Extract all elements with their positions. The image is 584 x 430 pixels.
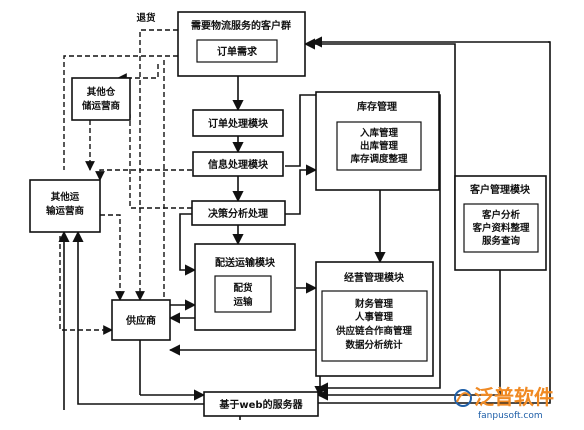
order-module-node: 订单处理模块 bbox=[192, 109, 284, 137]
inventory-node: 库存管理 入库管理 出库管理 库存调度整理 bbox=[315, 91, 440, 191]
inventory-label: 库存管理 bbox=[357, 100, 397, 113]
customer-mgmt-item-3: 服务查询 bbox=[482, 235, 521, 247]
transport-vendor-line-1: 其他运 bbox=[51, 191, 80, 203]
operations-label: 经营管理模块 bbox=[344, 271, 405, 284]
operations-item-3: 供应链合作商管理 bbox=[335, 325, 413, 337]
order-demand-box bbox=[196, 39, 278, 63]
operations-items-box bbox=[321, 290, 428, 362]
order-module-label: 订单处理模块 bbox=[208, 117, 269, 130]
supplier-node: 供应商 bbox=[111, 299, 171, 341]
customer-mgmt-node: 客户管理模块 客户分析 客户资料整理 服务查询 bbox=[454, 175, 547, 271]
customer-mgmt-items-box bbox=[463, 203, 539, 253]
customers-label: 需要物流服务的客户群 bbox=[191, 19, 291, 32]
delivery-module-label: 配送运输模块 bbox=[215, 256, 276, 269]
decision-module-label: 决策分析处理 bbox=[208, 207, 268, 220]
delivery-inner-box bbox=[214, 275, 272, 313]
inventory-item-1: 入库管理 bbox=[359, 127, 399, 139]
operations-item-1: 财务管理 bbox=[354, 298, 394, 310]
delivery-inner-line-1: 配货 bbox=[233, 282, 253, 294]
web-server-label: 基于web的服务器 bbox=[218, 398, 303, 411]
transport-vendor-line-2: 输运营商 bbox=[46, 205, 85, 217]
watermark-swirl-icon bbox=[454, 389, 472, 407]
customer-mgmt-item-2: 客户资料整理 bbox=[471, 222, 530, 234]
delivery-inner-line-2: 运输 bbox=[233, 296, 253, 308]
watermark-logo: 泛普软件 fanpusoft.com bbox=[454, 385, 554, 421]
delivery-module-node: 配送运输模块 配货 运输 bbox=[194, 243, 296, 331]
watermark-brand: 泛普软件 bbox=[474, 385, 554, 409]
web-server-node: 基于web的服务器 bbox=[203, 391, 319, 417]
customer-mgmt-label: 客户管理模块 bbox=[469, 183, 531, 196]
watermark-url: fanpusoft.com bbox=[478, 411, 543, 421]
decision-module-node: 决策分析处理 bbox=[191, 200, 286, 226]
customers-node: 需要物流服务的客户群 订单需求 bbox=[177, 11, 306, 77]
return-goods-label: 退货 bbox=[136, 12, 156, 24]
operations-item-2: 人事管理 bbox=[355, 311, 394, 323]
supplier-label: 供应商 bbox=[125, 314, 156, 327]
order-demand-label: 订单需求 bbox=[217, 45, 258, 58]
transport-vendor-node: 其他运 输运营商 bbox=[29, 179, 101, 233]
inventory-items-box bbox=[336, 121, 422, 171]
info-module-label: 信息处理模块 bbox=[208, 158, 269, 171]
solid-connectors bbox=[58, 36, 551, 420]
inventory-item-2: 出库管理 bbox=[360, 140, 399, 152]
warehouse-vendor-node: 其他仓 储运营商 bbox=[71, 77, 131, 121]
operations-item-4: 数据分析统计 bbox=[344, 339, 403, 351]
info-module-node: 信息处理模块 bbox=[192, 151, 284, 177]
warehouse-vendor-line-1: 其他仓 bbox=[87, 86, 116, 98]
warehouse-vendor-line-2: 储运营商 bbox=[82, 100, 121, 112]
inventory-item-3: 库存调度整理 bbox=[349, 153, 408, 165]
operations-node: 经营管理模块 财务管理 人事管理 供应链合作商管理 数据分析统计 bbox=[315, 261, 434, 377]
customer-mgmt-item-1: 客户分析 bbox=[481, 209, 521, 221]
